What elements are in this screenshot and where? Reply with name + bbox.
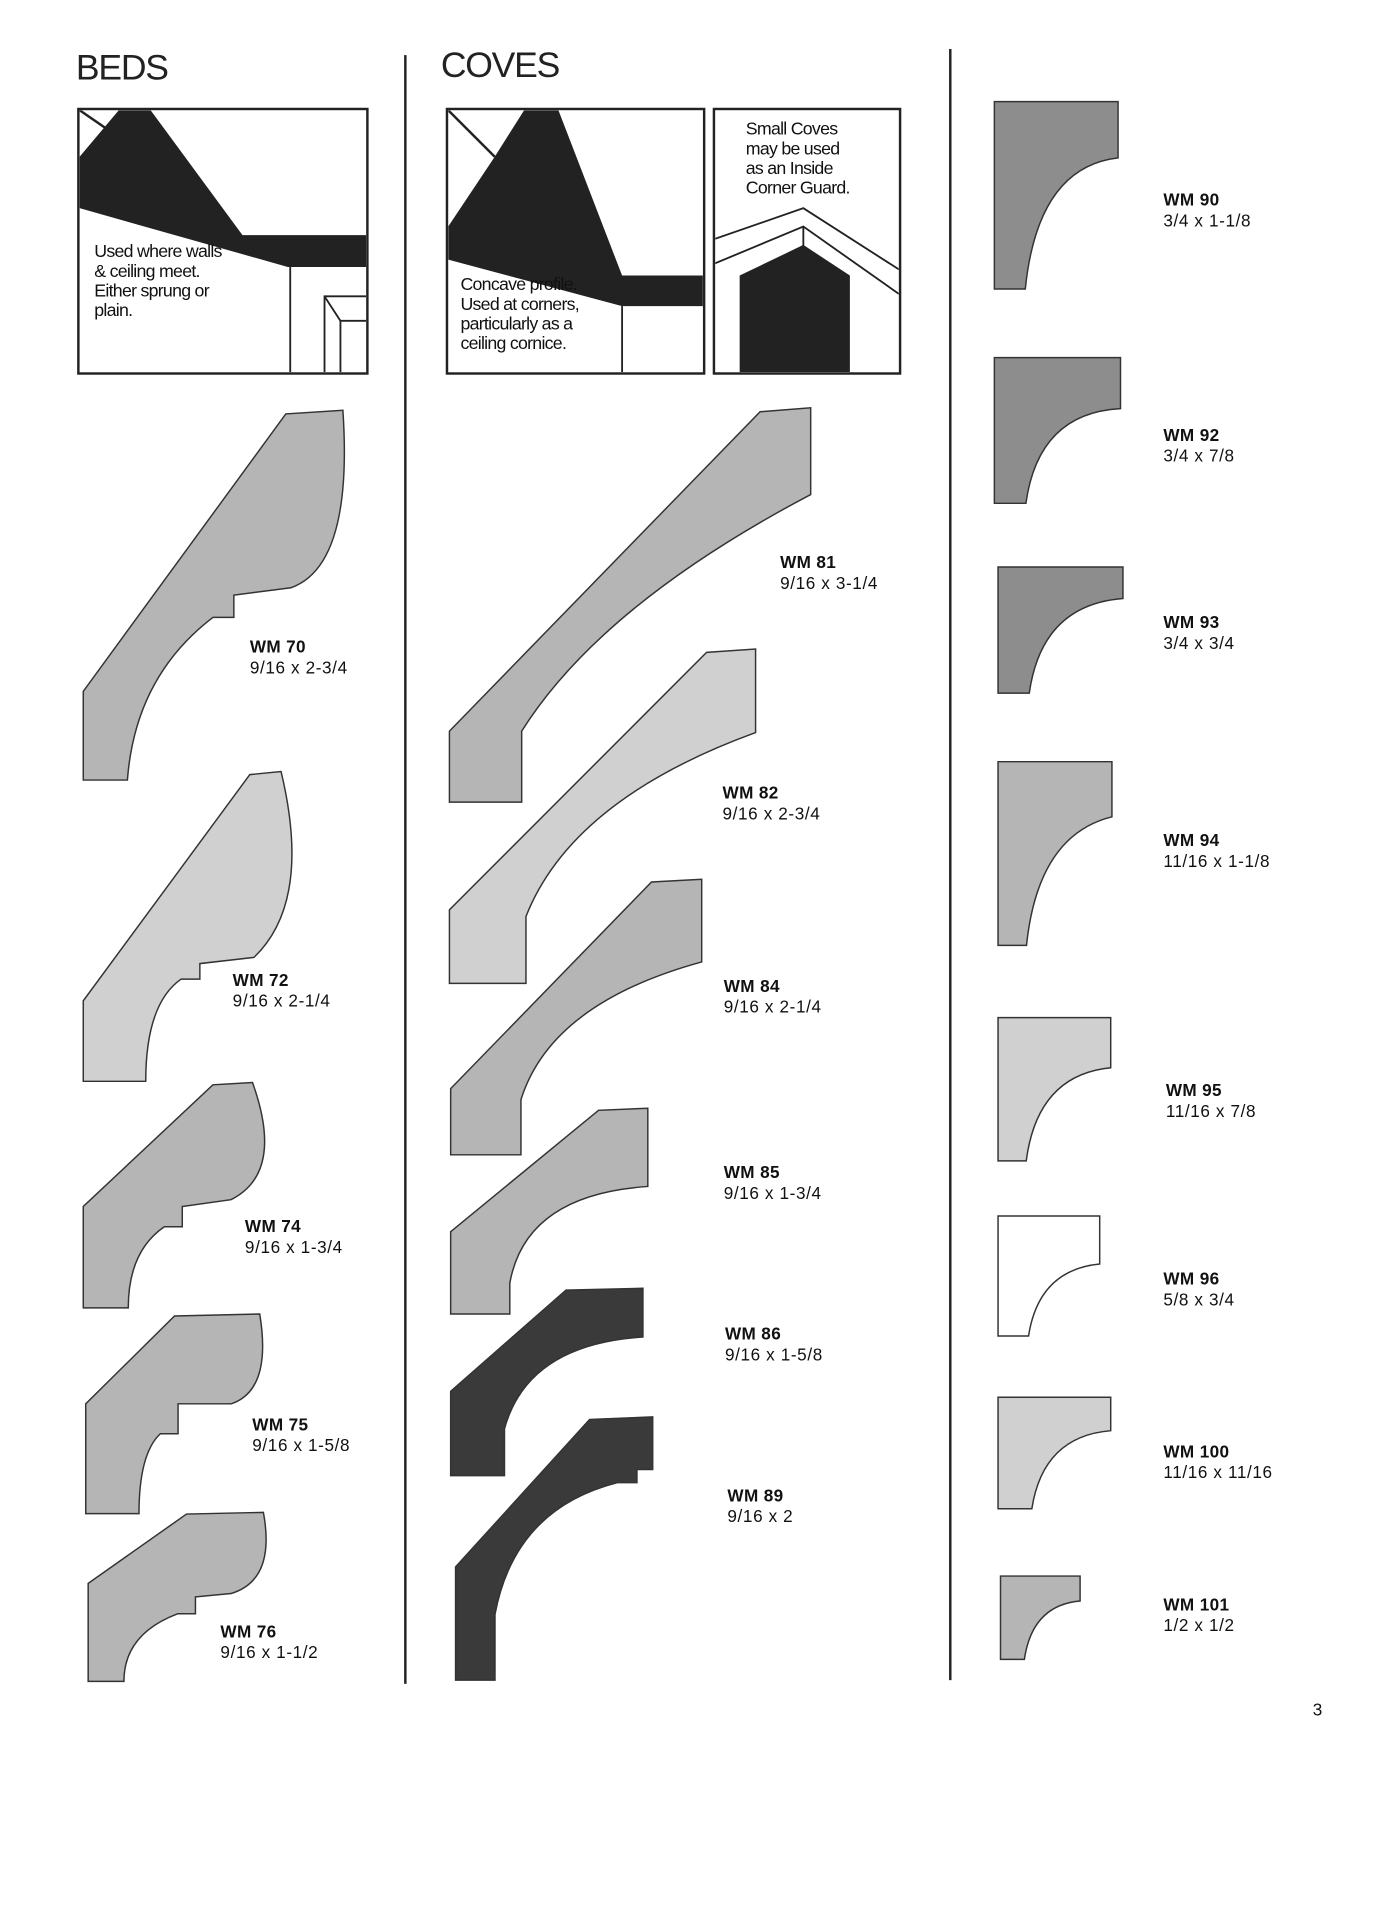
- corner-guard-illustration: Small Coves may be used as an Inside Cor…: [712, 107, 902, 375]
- product-size: 9/16 x 2-3/4: [249, 657, 348, 678]
- wm72-profile: [83, 771, 291, 1081]
- product-code: WM 93: [1163, 612, 1220, 632]
- product-code: WM 95: [1165, 1080, 1222, 1100]
- product-code: WM 85: [723, 1162, 780, 1182]
- product-code: WM 76: [220, 1621, 277, 1641]
- product-size: 9/16 x 1-1/2: [220, 1642, 319, 1662]
- product-code: WM 90: [1163, 189, 1220, 210]
- product-code: WM 96: [1163, 1268, 1220, 1289]
- wm95-profile: [998, 1018, 1111, 1161]
- coves-illustration: Concave profile. Used at corners, partic…: [445, 107, 706, 375]
- product-size: 11/16 x 1-1/8: [1163, 851, 1271, 871]
- wm94-profile: [998, 762, 1112, 946]
- wm82-profile: [449, 649, 755, 983]
- product-code: WM 72: [232, 969, 289, 990]
- wm93-profile: [998, 567, 1123, 693]
- column-divider: [949, 48, 952, 1681]
- beds-heading: BEDS: [75, 48, 169, 89]
- product-size: 9/16 x 1-3/4: [723, 1182, 822, 1203]
- coves-caption: Concave profile. Used at corners, partic…: [460, 275, 579, 354]
- product-size: 9/16 x 2-3/4: [722, 803, 821, 823]
- product-size: 3/4 x 7/8: [1163, 445, 1235, 466]
- product-code: WM 75: [252, 1414, 309, 1435]
- product-code: WM 84: [723, 976, 780, 996]
- page-number: 3: [1312, 1699, 1323, 1720]
- beds-caption: Used where walls & ceiling meet. Either …: [94, 242, 222, 321]
- product-code: WM 94: [1163, 830, 1220, 850]
- product-size: 9/16 x 2: [727, 1506, 794, 1526]
- product-size: 3/4 x 1-1/8: [1163, 210, 1252, 231]
- wm101-profile: [1000, 1576, 1080, 1659]
- product-code: WM 82: [722, 782, 779, 803]
- product-size: 9/16 x 2-1/4: [723, 996, 822, 1017]
- wm89-profile: [456, 1417, 653, 1680]
- corner-guard-drawing: [715, 207, 899, 373]
- wm96-profile: [998, 1216, 1100, 1336]
- wm90-profile: [994, 102, 1118, 289]
- product-code: WM 89: [727, 1485, 784, 1506]
- product-code: WM 81: [780, 552, 837, 572]
- product-code: WM 101: [1163, 1594, 1230, 1615]
- coves-heading: COVES: [440, 46, 560, 86]
- wm75-profile: [86, 1314, 264, 1514]
- product-size: 9/16 x 2-1/4: [232, 990, 331, 1011]
- product-code: WM 74: [244, 1216, 302, 1236]
- product-size: 11/16 x 7/8: [1165, 1100, 1257, 1121]
- wm76-profile: [88, 1512, 267, 1681]
- wm86-profile: [451, 1288, 643, 1475]
- product-code: WM 100: [1163, 1441, 1230, 1461]
- product-size: 9/16 x 1-3/4: [244, 1236, 343, 1257]
- product-size: 5/8 x 3/4: [1163, 1289, 1235, 1310]
- beds-illustration: Used where walls & ceiling meet. Either …: [77, 107, 369, 375]
- product-size: 9/16 x 1-5/8: [252, 1435, 351, 1455]
- wm81-profile: [449, 408, 810, 802]
- column-divider: [404, 55, 407, 1684]
- product-size: 3/4 x 3/4: [1163, 633, 1235, 653]
- ceiling-illustration: [79, 110, 367, 373]
- product-code: WM 86: [724, 1323, 782, 1344]
- product-size: 1/2 x 1/2: [1163, 1615, 1235, 1635]
- ceiling-illustration: [448, 110, 703, 373]
- product-code: WM 70: [249, 636, 306, 657]
- product-size: 11/16 x 11/16: [1163, 1462, 1273, 1482]
- wm92-profile: [994, 358, 1120, 504]
- product-size: 9/16 x 1-5/8: [724, 1344, 823, 1365]
- wm85-profile: [451, 1108, 648, 1314]
- wm100-profile: [998, 1397, 1111, 1508]
- corner-guard-caption: Small Coves may be used as an Inside Cor…: [745, 120, 851, 199]
- wm70-profile: [83, 410, 343, 780]
- wm84-profile: [451, 879, 702, 1155]
- product-size: 9/16 x 3-1/4: [780, 573, 878, 593]
- product-code: WM 92: [1163, 424, 1220, 445]
- wm74-profile: [83, 1083, 263, 1308]
